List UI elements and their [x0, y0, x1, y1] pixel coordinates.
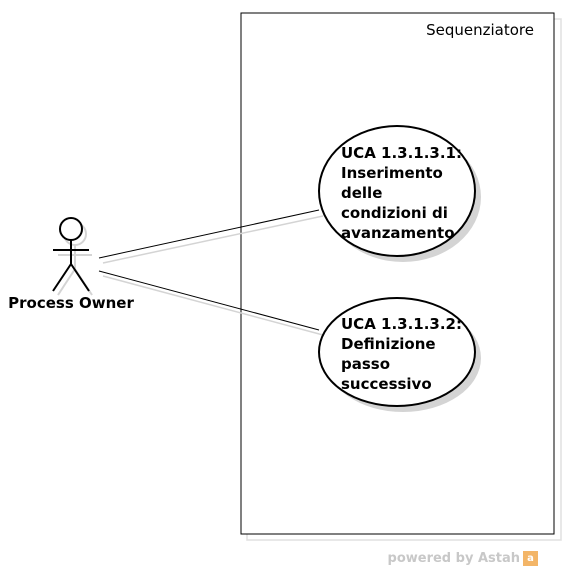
actor-leg-right [70, 263, 90, 292]
use-case-2-line-2: Definizione [341, 335, 436, 353]
astah-logo-icon: a [523, 551, 538, 566]
use-case-1-line-5: avanzamento [341, 224, 455, 242]
system-title: Sequenziatore [426, 21, 534, 39]
stick-figure-icon[interactable] [52, 217, 90, 292]
association-line-1[interactable] [98, 209, 320, 259]
astah-watermark: powered by Astah a [388, 551, 538, 566]
association-shadow-2 [102, 275, 324, 336]
watermark-text: powered by Astah [387, 551, 520, 566]
use-case-1-label: UCA 1.3.1.3.1: Inserimento delle condizi… [341, 144, 467, 242]
use-case-2-line-1: UCA 1.3.1.3.2: [341, 315, 462, 333]
actor-label: Process Owner [8, 294, 134, 312]
use-case-1-line-1: UCA 1.3.1.3.1: [341, 144, 462, 162]
association-line-2[interactable] [98, 270, 320, 331]
system-boundary[interactable] [240, 12, 555, 535]
use-case-1-line-3: delle [341, 184, 382, 202]
use-case-2-line-4: successivo [341, 375, 432, 393]
actor-head [59, 217, 83, 241]
use-case-1-line-4: condizioni di [341, 204, 448, 222]
use-case-1-line-2: Inserimento [341, 164, 443, 182]
actor-leg-left [52, 263, 72, 292]
association-shadow-1 [102, 215, 324, 264]
use-case-2-line-3: passo [341, 355, 390, 373]
use-case-2-ellipse[interactable] [318, 297, 476, 407]
use-case-1-ellipse[interactable] [318, 125, 476, 257]
use-case-2-label: UCA 1.3.1.3.2: Definizione passo success… [341, 315, 467, 393]
